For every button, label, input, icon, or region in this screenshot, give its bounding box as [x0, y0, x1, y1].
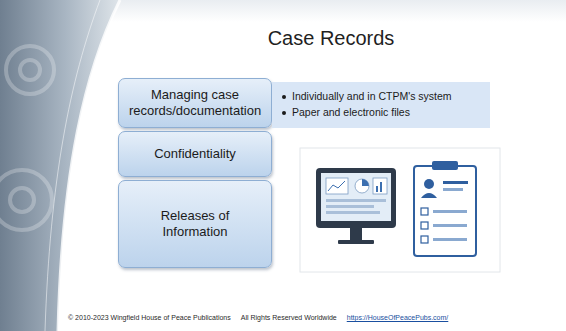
topic-box: Confidentiality: [118, 131, 272, 177]
bullet-item: Paper and electronic files: [282, 106, 482, 120]
records-illustration: [300, 148, 500, 272]
slide-title: Case Records: [200, 27, 462, 50]
box-label: Managing case records/documentation: [127, 87, 263, 118]
side-band: [0, 0, 120, 331]
box-label: Releases of Information: [127, 208, 263, 239]
bullet-text: Individually and in CTPM's system: [292, 90, 452, 104]
footer-text: © 2010-2023 Wingfield House of Peace Pub…: [68, 314, 231, 321]
footer: © 2010-2023 Wingfield House of Peace Pub…: [68, 314, 448, 321]
bullet-item: Individually and in CTPM's system: [282, 90, 482, 104]
gear-motif: [0, 46, 54, 230]
box-label: Confidentiality: [154, 146, 236, 162]
bullet-dot: [282, 95, 286, 99]
bullet-panel: Individually and in CTPM's systemPaper a…: [272, 82, 490, 128]
bullet-dot: [282, 111, 286, 115]
footer-link: https://HouseOfPeacePubs.com/: [347, 314, 449, 321]
footer-text: All Rights Reserved Worldwide: [241, 314, 337, 321]
topic-box: Releases of Information: [118, 180, 272, 268]
topic-box: Managing case records/documentation: [118, 78, 272, 128]
bullet-text: Paper and electronic files: [292, 106, 410, 120]
